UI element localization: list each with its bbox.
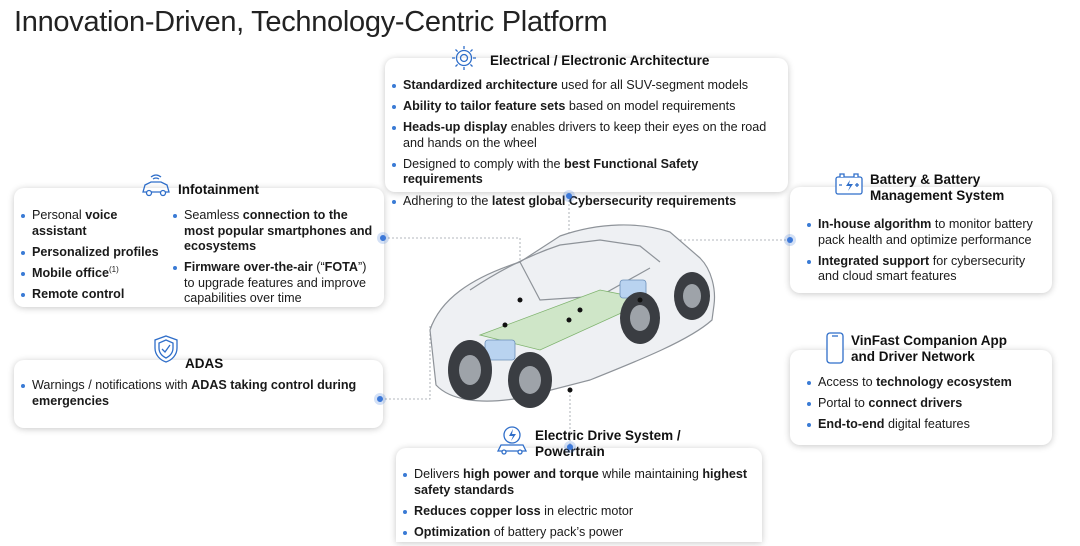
- hotspot: [566, 317, 572, 323]
- bullet-item: In-house algorithm to monitor battery pa…: [806, 217, 1046, 248]
- infotainment-right-bullets: Seamless connection to the most popular …: [172, 208, 378, 313]
- bullet-item: Heads-up display enables drivers to keep…: [391, 120, 779, 151]
- infotainment-title: Infotainment: [178, 182, 259, 197]
- connected-car-icon: [139, 172, 173, 203]
- bullet-item: Ability to tailor feature sets based on …: [391, 99, 779, 115]
- adas-card: [14, 360, 383, 428]
- smartphone-icon: [825, 331, 845, 370]
- hotspot: [577, 307, 583, 313]
- bullet-item: Mobile office(1): [20, 265, 170, 282]
- hotspot: [517, 297, 523, 303]
- chip-gear-icon: [449, 44, 479, 77]
- shield-check-icon: [152, 334, 180, 369]
- bullet-item: End-to-end digital features: [806, 417, 1046, 433]
- battery-connector-dot: [787, 237, 793, 243]
- eea-connector-dot: [566, 193, 572, 199]
- bullet-item: Designed to comply with the best Functio…: [391, 157, 779, 188]
- bullet-item: Warnings / notifications with ADAS takin…: [20, 378, 375, 409]
- eea-bullets: Standardized architecture used for all S…: [391, 78, 779, 215]
- bullet-item: Adhering to the latest global Cybersecur…: [391, 194, 779, 210]
- drive-bullets: Delivers high power and torque while mai…: [402, 467, 754, 546]
- infotainment-card: [14, 188, 384, 307]
- adas-title: ADAS: [185, 356, 224, 371]
- battery-title: Battery & Battery Management System: [870, 172, 1005, 203]
- page-title: Innovation-Driven, Technology-Centric Pl…: [14, 6, 608, 38]
- bullet-item: Remote control: [20, 287, 170, 303]
- bullet-item: Integrated support for cybersecurity and…: [806, 254, 1046, 285]
- bullet-item: Portal to connect drivers: [806, 396, 1046, 412]
- adas-bullets: Warnings / notifications with ADAS takin…: [20, 378, 375, 415]
- battery-card: [790, 187, 1052, 293]
- bullet-item: Firmware over-the-air (“FOTA”) to upgrad…: [172, 260, 378, 307]
- bullet-item: Standardized architecture used for all S…: [391, 78, 779, 94]
- hotspot: [567, 387, 573, 393]
- eea-title: Electrical / Electronic Architecture: [490, 53, 710, 68]
- electric-motor-icon: [494, 424, 530, 461]
- bullet-item: Access to technology ecosystem: [806, 375, 1046, 391]
- bullet-item: Optimization of battery pack’s power: [402, 525, 754, 541]
- hotspot: [637, 297, 643, 303]
- bullet-item: Delivers high power and torque while mai…: [402, 467, 754, 498]
- bullet-item: Personal voice assistant: [20, 208, 170, 239]
- hotspot: [502, 322, 508, 328]
- drive-title: Electric Drive System / Powertrain: [535, 428, 681, 459]
- drive-card: [396, 448, 762, 542]
- bullet-item: Reduces copper loss in electric motor: [402, 504, 754, 520]
- infotainment-connector-dot: [380, 235, 386, 241]
- battery-icon: [834, 171, 864, 202]
- bullet-item: Personalized profiles: [20, 245, 170, 261]
- battery-bullets: In-house algorithm to monitor battery pa…: [806, 217, 1046, 290]
- companion-card: [790, 350, 1052, 445]
- drive-connector-dot: [567, 444, 573, 450]
- companion-title: VinFast Companion App and Driver Network: [851, 333, 1008, 364]
- bullet-item: Seamless connection to the most popular …: [172, 208, 378, 255]
- eea-card: [385, 58, 788, 192]
- adas-connector-dot: [377, 396, 383, 402]
